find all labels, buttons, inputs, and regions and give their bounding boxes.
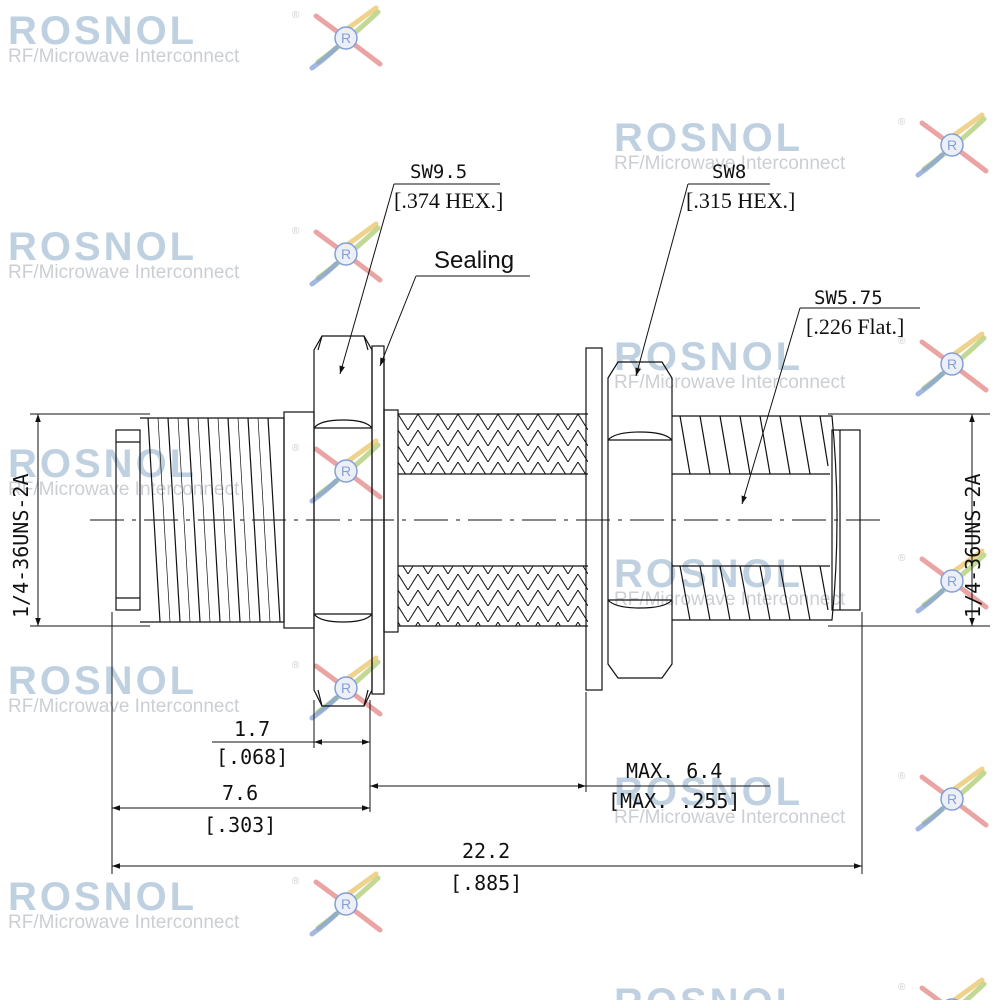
rosnol-logo-icon: R xyxy=(915,766,989,832)
hex-nut-right xyxy=(607,361,673,679)
dim-gasket-inch: [.068] xyxy=(216,745,288,769)
logo-letter: R xyxy=(947,791,957,807)
watermark-tagline: RF/Microwave Interconnect xyxy=(8,912,240,933)
watermark-brand: ROSNOL xyxy=(614,770,803,814)
rosnol-logo-icon: R xyxy=(915,548,989,614)
logo-letter: R xyxy=(341,30,351,46)
logo-letter: R xyxy=(341,463,351,479)
rosnol-logo-icon: R xyxy=(309,221,383,287)
logo-letter: R xyxy=(341,680,351,696)
horizontal-dimension-lines xyxy=(111,612,863,874)
hex-nut-left xyxy=(313,335,373,707)
thread-label-right: 1/4-36UNS-2A xyxy=(961,474,985,619)
sw8-inch: [.315 HEX.] xyxy=(686,188,795,213)
callout-leaders xyxy=(339,183,920,505)
watermark-brand: ROSNOL xyxy=(614,981,803,1000)
watermark-brand: ROSNOL xyxy=(614,552,803,596)
watermark-registered: ® xyxy=(898,117,906,128)
sw95-label: SW9.5 xyxy=(410,161,467,183)
dim-panel-inch: [MAX. .255] xyxy=(608,789,740,813)
sw8-label: SW8 xyxy=(712,161,746,183)
rosnol-logo-icon: R xyxy=(309,438,383,504)
watermark-registered: ® xyxy=(898,336,906,347)
logo-letter: R xyxy=(341,246,351,262)
rosnol-watermark: ROSNOL ® RF/Microwave Interconnect R xyxy=(8,655,383,721)
watermark-registered: ® xyxy=(292,226,300,237)
watermark-tagline: RF/Microwave Interconnect xyxy=(614,153,846,174)
dim-panel-mm: MAX. 6.4 xyxy=(626,759,722,783)
watermark-tagline: RF/Microwave Interconnect xyxy=(8,46,240,67)
dim-overall-inch: [.885] xyxy=(450,871,522,895)
watermark-layer: ROSNOL®RF/Microwave InterconnectRROSNOL®… xyxy=(8,5,989,1000)
logo-letter: R xyxy=(341,896,351,912)
watermark-tagline: RF/Microwave Interconnect xyxy=(614,372,846,393)
thread-dim-left xyxy=(30,413,150,627)
gasket-step xyxy=(383,409,399,633)
watermark-brand: ROSNOL xyxy=(8,9,197,53)
logo-letter: R xyxy=(947,573,957,589)
thread-label-left: 1/4-36UNS-2A xyxy=(9,474,33,619)
rear-threaded-tube xyxy=(398,413,588,627)
watermark-registered: ® xyxy=(898,553,906,564)
watermark-registered: ® xyxy=(292,443,300,454)
watermark-tagline: RF/Microwave Interconnect xyxy=(8,262,240,283)
watermark-tagline: RF/Microwave Interconnect xyxy=(8,696,240,717)
watermark-registered: ® xyxy=(898,771,906,782)
rosnol-logo-icon: R xyxy=(919,977,987,1000)
rosnol-logo-icon: R xyxy=(309,5,383,71)
sw575-label: SW5.75 xyxy=(814,287,883,309)
rosnol-watermark: ROSNOL ® RF/Microwave Interconnect R xyxy=(8,871,383,937)
dim-gasket-mm: 1.7 xyxy=(234,717,270,741)
rosnol-watermark: ROSNOL ® RF/Microwave Interconnect R xyxy=(8,5,383,71)
watermark-brand: ROSNOL xyxy=(614,116,803,160)
watermark-brand: ROSNOL xyxy=(8,875,197,919)
logo-letter: R xyxy=(947,356,957,372)
rosnol-logo-icon: R xyxy=(309,871,383,937)
panel-washer xyxy=(585,347,603,691)
watermark-registered: ® xyxy=(898,982,906,993)
rosnol-logo-icon: R xyxy=(915,331,989,397)
watermark-registered: ® xyxy=(292,876,300,887)
rosnol-watermark: ROSNOL ® RF/Microwave Interconnect R xyxy=(8,221,383,287)
rosnol-watermark: ROSNOL ® RF/Microwave Interconnect R xyxy=(614,112,989,178)
sw575-inch: [.226 Flat.] xyxy=(806,314,904,339)
sw95-inch: [.374 HEX.] xyxy=(394,188,503,213)
dim-front-mm: 7.6 xyxy=(222,781,258,805)
dim-overall-mm: 22.2 xyxy=(462,839,510,863)
watermark-registered: ® xyxy=(292,660,300,671)
watermark-tagline: RF/Microwave Interconnect xyxy=(614,807,846,828)
watermark-tagline: RF/Microwave Interconnect xyxy=(8,479,240,500)
rosnol-watermark: ROSNOL ® RF/Microwave Interconnect R xyxy=(614,766,989,832)
watermark-brand: ROSNOL xyxy=(8,225,197,269)
sealing-label: Sealing xyxy=(434,247,514,274)
rosnol-logo-icon: R xyxy=(915,112,989,178)
dim-front-inch: [.303] xyxy=(204,813,276,837)
watermark-registered: ® xyxy=(292,10,300,21)
watermark-brand: ROSNOL xyxy=(8,659,197,703)
thread-dim-right xyxy=(828,413,990,627)
logo-letter: R xyxy=(947,137,957,153)
